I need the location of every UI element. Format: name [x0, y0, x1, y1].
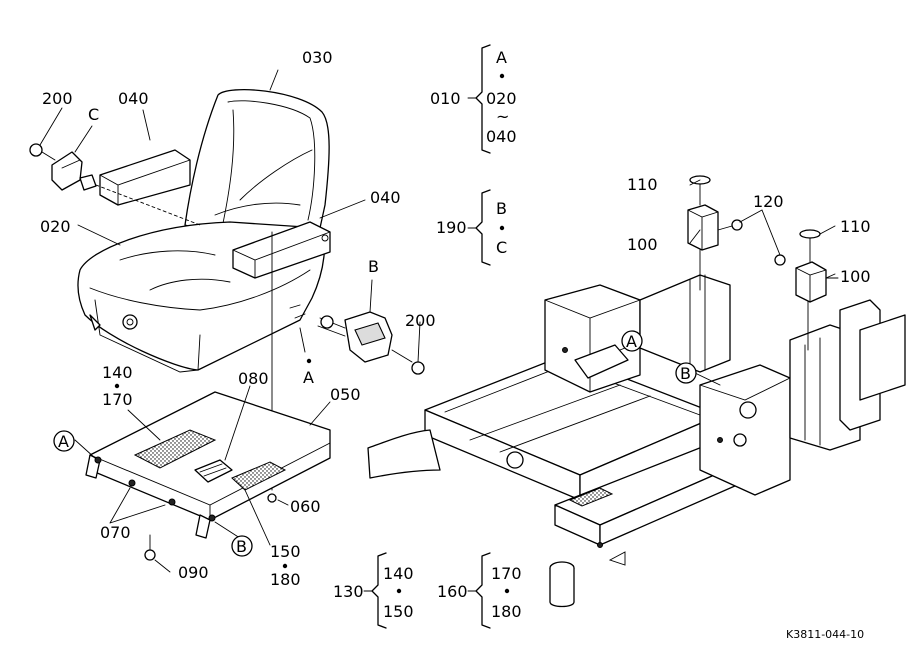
callout-080: 080 [238, 369, 269, 388]
ref-b-seat: B [368, 257, 379, 276]
callout-040-top: 040 [118, 89, 149, 108]
group-190-code: 190 [436, 218, 467, 237]
callout-200-right: 200 [405, 311, 436, 330]
ref-c-seat: C [88, 105, 99, 124]
ref-a-seat: A [303, 368, 314, 387]
ref-b-pan: B [236, 537, 247, 556]
arm-bracket-left [29, 143, 97, 191]
callout-100-left: 100 [627, 235, 658, 254]
ref-a-pan-circle [53, 430, 75, 452]
group-130-item-2: 150 [383, 602, 414, 621]
ref-b-pan-circle [231, 535, 253, 557]
callout-100-right: 100 [840, 267, 871, 286]
callout-090: 090 [178, 563, 209, 582]
group-010-item-3: ~ [496, 107, 509, 126]
ref-b-frame: B [680, 364, 691, 383]
group-130-code: 130 [333, 582, 364, 601]
group-160-code: 160 [437, 582, 468, 601]
figure-code: K3811-044-10 [786, 628, 864, 641]
callout-030: 030 [302, 48, 333, 67]
group-190-item-1: B [496, 199, 507, 218]
callout-170: 170 [102, 390, 133, 409]
group-190-item-2: C [496, 238, 507, 257]
callout-070: 070 [100, 523, 131, 542]
group-160-item-1: 170 [491, 564, 522, 583]
armrest-right [232, 221, 331, 279]
ref-a-frame: A [626, 332, 637, 351]
callout-040-right: 040 [370, 188, 401, 207]
ref-a-pan: A [58, 432, 69, 451]
mount-left [687, 175, 743, 251]
callout-150: 150 [270, 542, 301, 561]
callout-050: 050 [330, 385, 361, 404]
callout-110-right: 110 [840, 217, 871, 236]
callout-020: 020 [40, 217, 71, 236]
callout-200-top: 200 [42, 89, 73, 108]
ref-a-frame-circle [621, 330, 643, 352]
callout-140: 140 [102, 363, 133, 382]
callout-110-left: 110 [627, 175, 658, 194]
group-010-code: 010 [430, 89, 461, 108]
callout-180: 180 [270, 570, 301, 589]
seat-pan [85, 391, 331, 561]
group-010-item-4: 040 [486, 127, 517, 146]
callout-120: 120 [753, 192, 784, 211]
group-010-item-2: 020 [486, 89, 517, 108]
tractor-frame [367, 249, 906, 608]
seat-backrest [184, 89, 330, 238]
ref-b-frame-circle [675, 362, 697, 384]
callout-060: 060 [290, 497, 321, 516]
group-130-item-1: 140 [383, 564, 414, 583]
arm-bracket-right [317, 311, 425, 375]
armrest-left [99, 149, 191, 206]
group-160-item-2: 180 [491, 602, 522, 621]
mount-right [774, 229, 827, 303]
group-010-item-1: A [496, 48, 507, 67]
